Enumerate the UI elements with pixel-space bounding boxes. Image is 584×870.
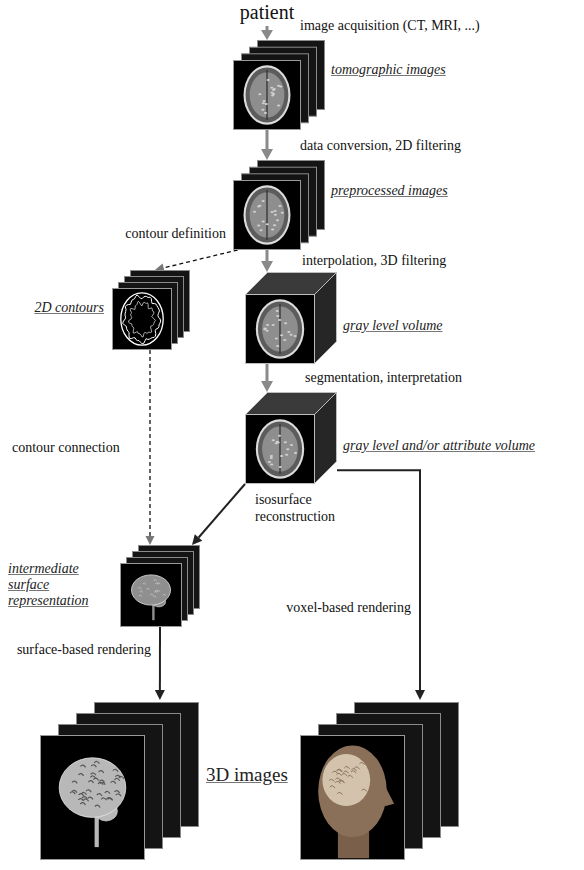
step-label: contour definition [125, 226, 226, 243]
step-label: voxel-based rendering [286, 600, 411, 617]
flow-arrow [261, 130, 273, 160]
data-stage-label: intermediate surface representation [8, 561, 112, 609]
image-stack: intermediate surface representation [120, 545, 200, 627]
volume-cube: gray level volume [245, 272, 337, 364]
step-label: contour connection [12, 440, 120, 457]
voxel-rendering-stack [301, 703, 459, 860]
connector-line [164, 250, 238, 268]
connector-line [266, 250, 269, 261]
connector-line [266, 364, 269, 381]
step-label: interpolation, 3D filtering [302, 253, 446, 270]
image-stack: preprocessed images [233, 160, 325, 250]
arrow-head [261, 381, 273, 392]
data-stage-label: gray level volume [343, 318, 443, 334]
data-stage-label: 2D contours [34, 300, 104, 316]
dashed-arrow [155, 250, 238, 272]
image-illustration [245, 392, 337, 484]
flow-arrow [261, 250, 273, 272]
arrow-head [261, 261, 273, 272]
connector-line [149, 350, 150, 536]
step-label: data conversion, 2D filtering [300, 138, 461, 155]
step-label: image acquisition (CT, MRI, ...) [300, 18, 480, 34]
acquisition-arrow [261, 26, 273, 40]
data-stage-label: tomographic images [331, 62, 446, 78]
flow-arrow [261, 364, 273, 392]
image-stack: 2D contours [112, 270, 190, 350]
source-label: patient [240, 1, 294, 24]
image-illustration [233, 40, 325, 130]
arrow-head [261, 149, 273, 160]
step-label: surface-based rendering [17, 642, 151, 659]
step-label: isosurface reconstruction [255, 492, 355, 526]
flow-arrow [155, 627, 165, 700]
data-stage-label: preprocessed images [331, 183, 448, 199]
step-label: segmentation, interpretation [305, 370, 462, 387]
connector-line [337, 470, 420, 690]
connector-line [159, 627, 161, 690]
arrow-head [155, 690, 165, 700]
arrow-head [146, 536, 155, 545]
connector-line [266, 130, 269, 149]
image-stack: tomographic images [233, 40, 325, 130]
arrow-head [192, 534, 202, 545]
image-illustration [112, 270, 190, 350]
image-illustration [245, 272, 337, 364]
flow-arrow [192, 484, 245, 545]
arrow-head [415, 690, 425, 700]
dashed-arrow [146, 350, 155, 545]
connector-line [199, 484, 245, 538]
image-illustration [233, 160, 325, 250]
rendered-images-group: 3D images [30, 700, 460, 865]
data-stage-label: 3D images [206, 764, 288, 786]
image-illustration [120, 545, 200, 627]
flow-arrow [337, 470, 425, 700]
surface-rendering-stack [41, 703, 199, 860]
data-stage-label: gray level and/or attribute volume [343, 438, 535, 454]
volume-cube: gray level and/or attribute volume [245, 392, 337, 484]
